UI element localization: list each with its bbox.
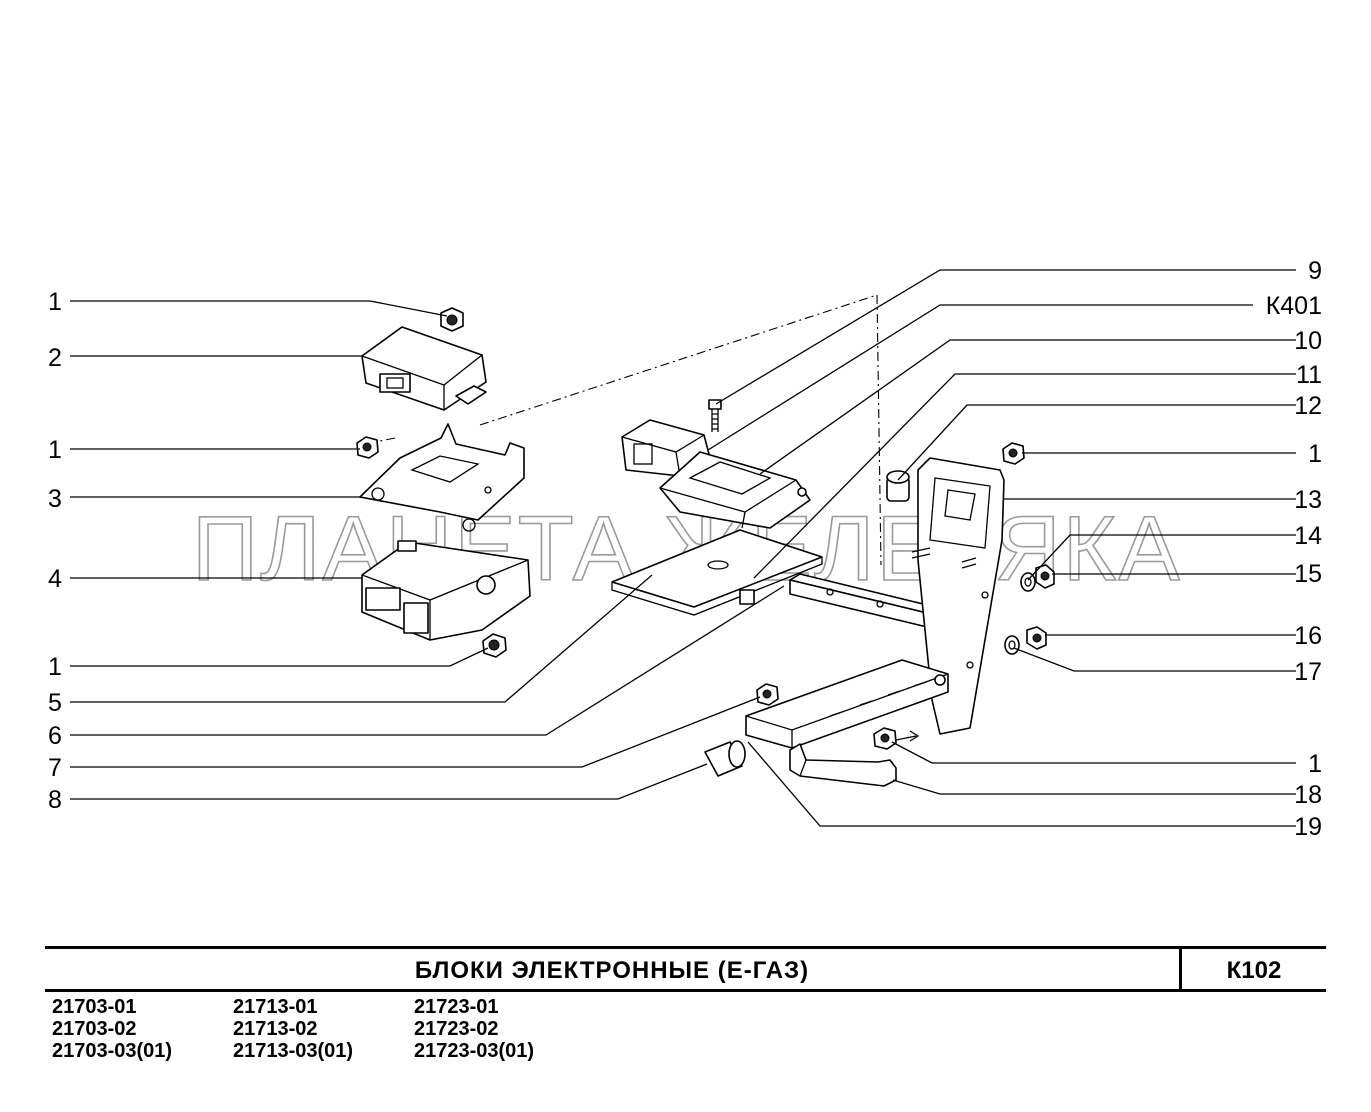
- arrow-direction-icon: [895, 730, 920, 742]
- callout-right-15: 15: [1294, 560, 1322, 588]
- callout-right-19: 19: [1294, 813, 1322, 841]
- nut-15-part: [1035, 564, 1055, 589]
- mounting-plate-part: [611, 529, 823, 616]
- nut-16-part: [1026, 626, 1047, 650]
- model-code: 21723-02: [414, 1018, 499, 1040]
- callout-left-6: 6: [48, 722, 62, 750]
- centerline-mid: [359, 437, 396, 446]
- centerline-left: [479, 294, 878, 426]
- callout-left-4: 4: [48, 565, 62, 593]
- diagram-title: БЛОКИ ЭЛЕКТРОННЫЕ (Е-ГАЗ): [414, 957, 810, 984]
- sheet-code: К102: [1226, 957, 1282, 984]
- nut-left-part: [356, 436, 379, 459]
- mounting-bracket-part: [359, 423, 525, 532]
- clamp-bar-part: [789, 743, 897, 787]
- callout-right-18: 18: [1294, 781, 1322, 809]
- callout-right-14: 14: [1294, 522, 1322, 550]
- electronic-unit-lower-part: [361, 540, 531, 641]
- vertical-bracket-part: [917, 457, 1005, 735]
- callout-right-17: 17: [1294, 658, 1322, 686]
- nut-right-lower-part: [873, 727, 897, 750]
- centerline-vertical: [876, 294, 882, 566]
- callout-right-10: 10: [1294, 327, 1322, 355]
- nut-top-part: [440, 307, 464, 332]
- stud-left-part: [911, 547, 931, 559]
- engine-control-unit-part: [659, 451, 811, 529]
- callout-right-k401: К401: [1266, 292, 1322, 320]
- model-code: 21723-01: [414, 996, 499, 1018]
- model-code: 21703-03(01): [52, 1040, 173, 1062]
- model-list-column-3: 21723-01 21723-02 21723-03(01): [414, 996, 534, 1062]
- spacer-sleeve-part: [886, 470, 910, 502]
- callout-left-3: 3: [48, 485, 62, 513]
- callout-right-1b: 1: [1308, 750, 1322, 778]
- rail-part: [789, 573, 965, 635]
- model-code: 21703-02: [52, 1018, 137, 1040]
- nut-right-upper-part: [1002, 442, 1025, 465]
- callout-left-1c: 1: [48, 653, 62, 681]
- callout-left-8: 8: [48, 786, 62, 814]
- title-divider: [1179, 949, 1182, 989]
- callout-left-7: 7: [48, 754, 62, 782]
- callout-right-1a: 1: [1308, 440, 1322, 468]
- model-code: 21723-03(01): [414, 1040, 535, 1062]
- nut-bottom-part: [482, 633, 507, 658]
- leader-lines: [70, 269, 1296, 827]
- model-list-column-2: 21713-01 21713-02 21713-03(01): [233, 996, 353, 1062]
- nut-7-part: [756, 683, 779, 706]
- callout-right-12: 12: [1294, 392, 1322, 420]
- electronic-unit-upper-part: [361, 326, 487, 411]
- callout-right-13: 13: [1294, 486, 1322, 514]
- bolt-part: [708, 399, 722, 432]
- model-list-column-1: 21703-01 21703-02 21703-03(01): [52, 996, 172, 1062]
- callout-right-11: 11: [1296, 361, 1322, 389]
- callout-left-1a: 1: [48, 288, 62, 316]
- stud-right-part: [961, 557, 977, 569]
- callout-left-1b: 1: [48, 436, 62, 464]
- model-code: 21713-03(01): [233, 1040, 354, 1062]
- title-block: БЛОКИ ЭЛЕКТРОННЫЕ (Е-ГАЗ) К102: [45, 946, 1326, 992]
- washer-15-part: [1020, 572, 1036, 592]
- callout-right-16: 16: [1294, 622, 1322, 650]
- model-code: 21713-01: [233, 996, 318, 1018]
- callout-left-5: 5: [48, 689, 62, 717]
- exploded-parts-diagram: ПЛАНЕТА ЖЕЛЕЗЯКА: [48, 257, 1322, 841]
- callout-right-9: 9: [1308, 257, 1322, 285]
- model-code: 21703-01: [52, 996, 137, 1018]
- model-code: 21713-02: [233, 1018, 318, 1040]
- lower-bracket-part: [745, 659, 949, 749]
- washer-17-part: [1004, 635, 1020, 655]
- sleeve-8-part: [704, 740, 746, 777]
- callout-left-2: 2: [48, 344, 62, 372]
